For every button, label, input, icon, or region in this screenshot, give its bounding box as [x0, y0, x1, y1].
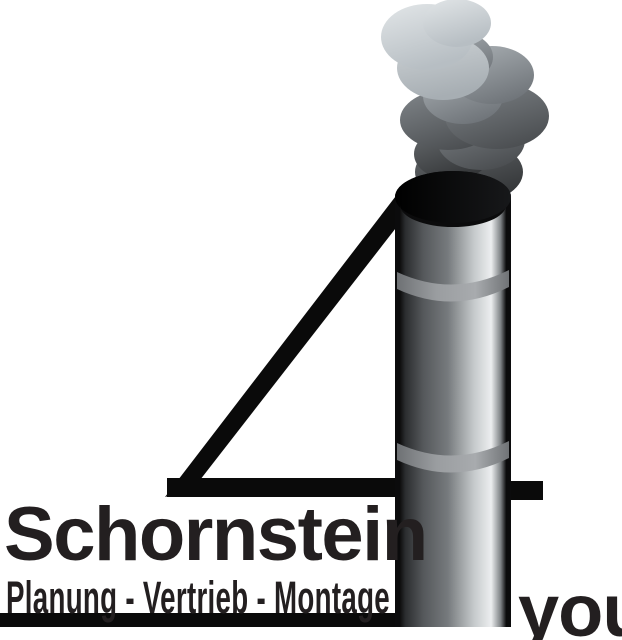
pipe-band-lower: [397, 441, 509, 473]
pipe-opening: [395, 171, 511, 223]
pipe-band-upper: [397, 270, 509, 302]
wordmark-suffix: you: [518, 569, 622, 640]
smoke-puff: [423, 0, 491, 47]
wordmark-primary: Schornstein: [4, 492, 427, 577]
smoke-plume-icon: [381, 0, 549, 204]
pipe-body: [400, 205, 506, 627]
wordmark-tagline: Planung - Vertrieb - Montage: [6, 572, 390, 623]
chimney-pipe-icon: [395, 171, 511, 627]
numeral-four-diagonal: [165, 188, 427, 497]
numeral-four-crossbar: [167, 478, 432, 497]
baseline-bar: [0, 613, 511, 627]
